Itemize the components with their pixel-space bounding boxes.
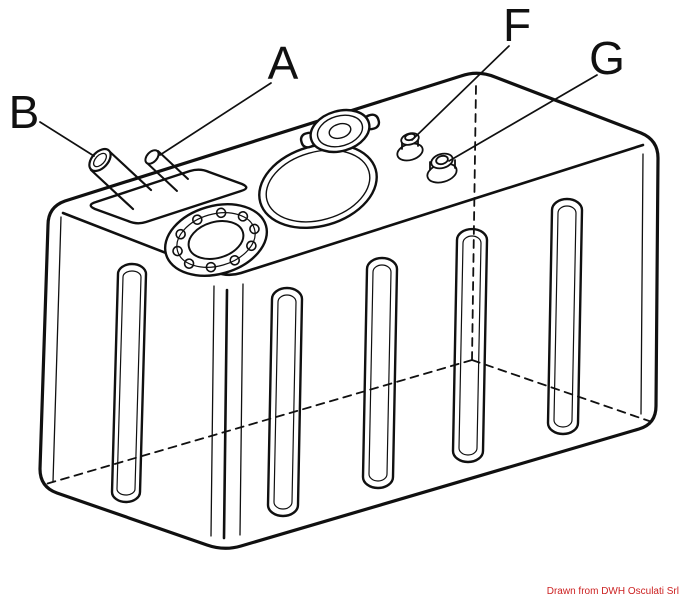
leader-lines [39, 45, 598, 162]
fitting-f [396, 132, 424, 162]
flange-outer-rim [163, 203, 269, 277]
groove [266, 286, 304, 518]
pickup-tube-side [107, 149, 153, 192]
callout-label-f: F [503, 0, 531, 51]
filler-cap [299, 108, 381, 154]
left-corner-round-line [52, 216, 62, 483]
return-tube-cap [144, 149, 160, 165]
filler-cap-outer [309, 108, 371, 154]
groove-inner-line [273, 294, 297, 510]
flange-bolt-ring [176, 212, 256, 268]
groove [546, 197, 584, 436]
callout-label-g: G [589, 32, 625, 84]
side-grooves [110, 197, 584, 518]
right-corner-round-line [640, 153, 644, 415]
near-corner-edge [222, 288, 229, 540]
fitting-g [426, 152, 458, 184]
fitting-f-cap [404, 132, 416, 142]
hidden-bottom-right-edge [471, 359, 653, 423]
leader-line-f [411, 45, 510, 141]
groove-inner-line [368, 264, 392, 482]
near-corner-round-line-left [210, 285, 215, 537]
groove-inner-line [116, 270, 142, 496]
near-corner-round-line-right [239, 283, 244, 536]
return-tube-side [146, 162, 178, 192]
groove [451, 227, 489, 464]
hidden-back-vertical-edge [471, 85, 477, 361]
credit-text: Drawn from DWH Osculati Srl [547, 586, 679, 597]
groove-inner-line [553, 205, 577, 428]
callout-label-b: B [9, 86, 40, 138]
fitting-g-cap [435, 154, 449, 166]
leader-line-b [39, 121, 95, 157]
return-tube-side [157, 150, 189, 180]
sender-flange [163, 203, 269, 277]
groove-inner-line [458, 235, 482, 456]
pickup-tube-side [89, 168, 135, 211]
pickup-tube-bore [92, 152, 108, 168]
leader-line-a [159, 82, 272, 156]
pickup-tray [89, 168, 248, 225]
tank-body [38, 45, 660, 550]
leader-line-g [448, 74, 598, 162]
fuel-pickup-tube [88, 147, 153, 211]
hidden-edges-dashed [45, 85, 653, 485]
pickup-tube-cap [88, 147, 112, 173]
hidden-bottom-left-edge [45, 359, 473, 485]
fitting-g-body [429, 159, 456, 171]
filler-cap-inner [316, 114, 364, 148]
flange-bolt-holes [172, 207, 260, 273]
groove [110, 262, 148, 504]
filler-cap-center [328, 122, 352, 140]
callout-label-a: A [268, 37, 299, 89]
return-tube [144, 149, 189, 192]
groove [361, 256, 399, 490]
flange-inner-rim [187, 220, 245, 260]
